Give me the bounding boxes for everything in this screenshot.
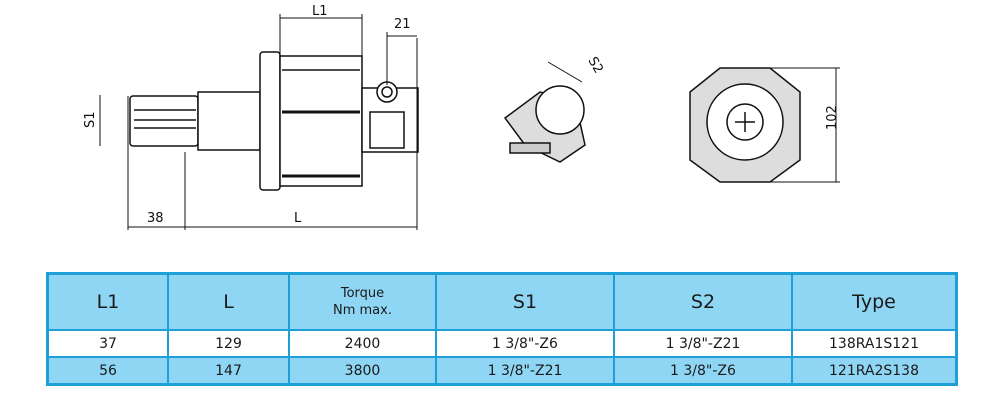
table-header-row: L1 L Torque Nm max. S1 S2 Type: [46, 272, 958, 331]
cell-s1: 1 3/8"-Z6: [435, 329, 615, 358]
cell-s2: 1 3/8"-Z6: [613, 356, 793, 386]
cell-torque: 3800: [288, 356, 437, 386]
cell-s1: 1 3/8"-Z21: [435, 356, 615, 386]
end-view: [689, 67, 840, 183]
cell-l1: 56: [46, 356, 169, 386]
header-torque-line2: Nm max.: [333, 303, 392, 318]
cell-l1: 37: [46, 329, 169, 358]
header-type: Type: [791, 272, 958, 331]
spec-table: L1 L Torque Nm max. S1 S2 Type 37 129 240…: [46, 272, 958, 386]
dim-38: 38: [147, 211, 164, 226]
table-row: 56 147 3800 1 3/8"-Z21 1 3/8"-Z6 121RA2S…: [46, 356, 958, 386]
dim-s2: S2: [585, 55, 606, 77]
side-view: [99, 14, 419, 230]
header-l1: L1: [46, 272, 169, 331]
cell-s2: 1 3/8"-Z21: [613, 329, 793, 358]
dim-102: 102: [825, 105, 840, 130]
header-torque-line1: Torque: [340, 286, 385, 301]
technical-drawing: L1 21 38 L S1 S2 102: [83, 4, 840, 230]
dim-21: 21: [394, 17, 411, 32]
dim-l: L: [294, 211, 302, 226]
header-torque: Torque Nm max.: [288, 272, 437, 331]
header-s2: S2: [613, 272, 793, 331]
cell-type: 121RA2S138: [791, 356, 958, 386]
cell-l: 147: [167, 356, 290, 386]
cell-type: 138RA1S121: [791, 329, 958, 358]
cell-l: 129: [167, 329, 290, 358]
dim-l1: L1: [312, 4, 328, 19]
table-row: 37 129 2400 1 3/8"-Z6 1 3/8"-Z21 138RA1S…: [46, 329, 958, 358]
cell-torque: 2400: [288, 329, 437, 358]
clamp-section-view: [503, 61, 586, 163]
header-s1: S1: [435, 272, 615, 331]
header-l: L: [167, 272, 290, 331]
dim-s1: S1: [83, 111, 98, 128]
